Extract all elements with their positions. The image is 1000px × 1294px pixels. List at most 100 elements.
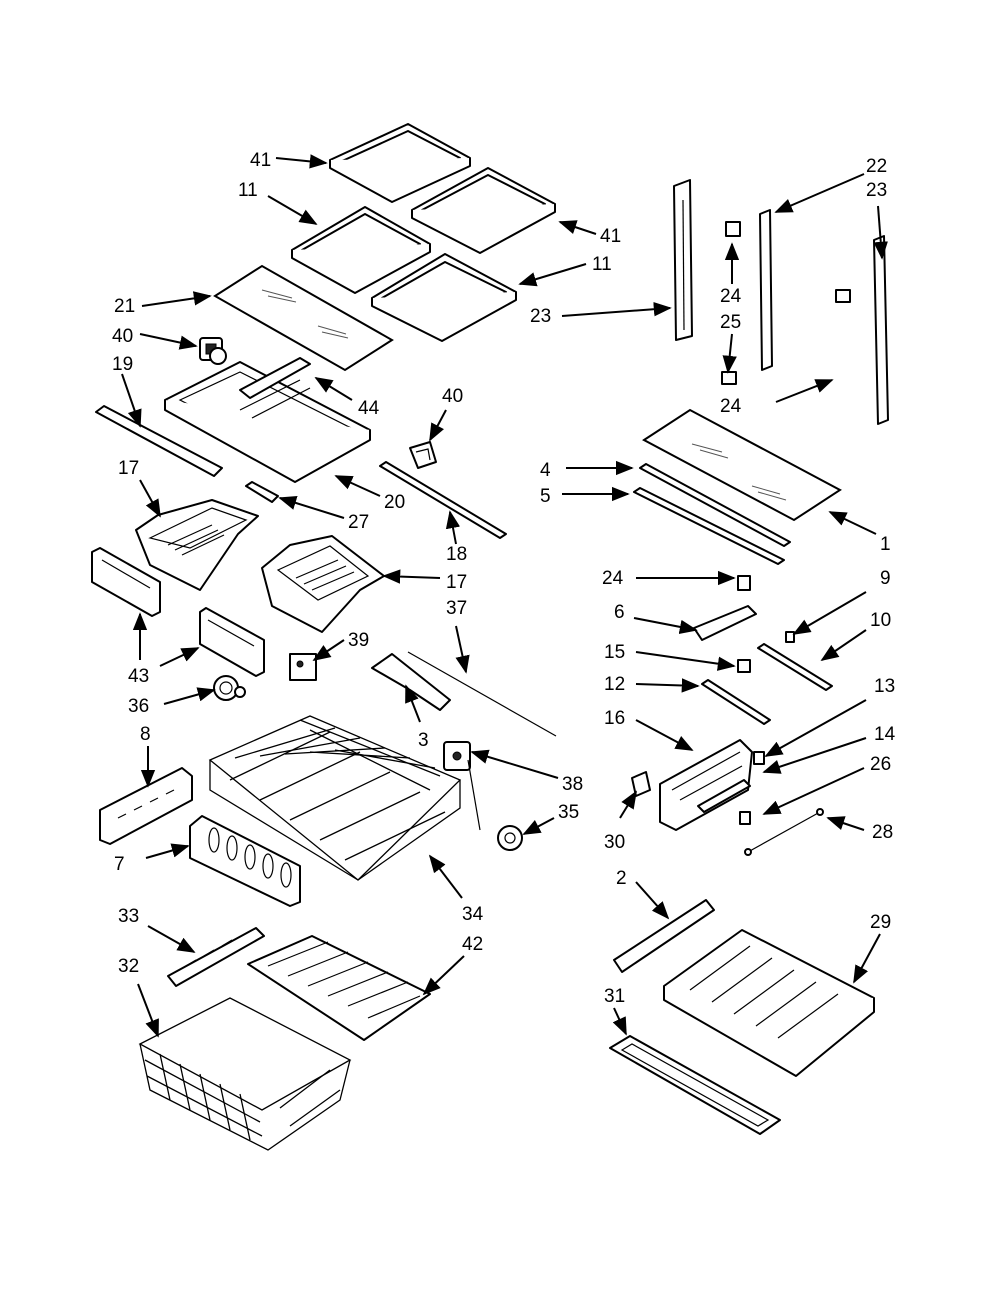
callout-24b: 24 (720, 396, 742, 417)
part-23-rail-left (673, 179, 693, 341)
part-32-freezer-basket (138, 997, 352, 1151)
callout-31: 31 (604, 986, 625, 1007)
part-24-screw-mid (737, 575, 751, 591)
leader-21 (141, 291, 212, 307)
part-31-cover (609, 1035, 781, 1135)
callout-21: 21 (114, 296, 135, 317)
part-22-rail (759, 209, 773, 371)
callout-10: 10 (870, 610, 891, 631)
leader-14 (762, 737, 867, 774)
callout-25: 25 (720, 312, 741, 333)
callout-34: 34 (462, 904, 484, 925)
leader-43b (159, 647, 200, 667)
part-8-side-panel (99, 767, 193, 845)
leader-24b (775, 379, 834, 403)
callout-11a: 11 (238, 180, 258, 201)
leader-23a (873, 205, 888, 260)
part-41-shelf-frame-top (329, 123, 471, 203)
part-2-rail (613, 899, 715, 973)
leader-32 (137, 983, 159, 1038)
leader-11b (518, 263, 587, 287)
part-3-slide (371, 653, 451, 711)
callout-29: 29 (870, 912, 891, 933)
part-39-bracket (289, 653, 317, 681)
callout-17a: 17 (118, 458, 139, 479)
leader-18 (445, 510, 461, 545)
part-44-rail (239, 357, 311, 399)
part-40-bracket-left (199, 337, 227, 365)
leader-27 (278, 495, 345, 519)
part-7-front-panel (189, 815, 301, 907)
leader-10 (820, 629, 867, 662)
callout-40b: 40 (442, 386, 463, 407)
part-11-shelf-frame-right (371, 253, 517, 342)
callout-2: 2 (616, 868, 627, 889)
part-20-crisper-frame (164, 361, 371, 483)
callout-18: 18 (446, 544, 467, 565)
callout-22: 22 (866, 156, 887, 177)
part-40-bracket-right (409, 441, 437, 469)
callout-9: 9 (880, 568, 891, 589)
leader-35 (522, 817, 555, 835)
part-27-clip (245, 481, 279, 503)
callout-12: 12 (604, 674, 625, 695)
part-29-tray (663, 929, 875, 1077)
leader-17b (382, 569, 441, 584)
leader-19 (121, 373, 142, 428)
callout-28: 28 (872, 822, 893, 843)
part-1-glass-shelf (642, 408, 842, 522)
callout-27: 27 (348, 512, 369, 533)
callout-35: 35 (558, 802, 579, 823)
callout-37: 37 (446, 598, 467, 619)
leader-17a (139, 479, 161, 518)
leader-11a (267, 195, 318, 225)
callout-7: 7 (114, 854, 125, 875)
leader-1 (828, 511, 877, 535)
leader-22 (774, 173, 865, 213)
part-30-latch (631, 771, 651, 797)
leader-40a (139, 333, 198, 350)
part-17-crisper-drawer-left (135, 499, 259, 591)
part-25-screw (721, 371, 737, 385)
callout-44: 44 (358, 398, 380, 419)
callout-38: 38 (562, 774, 583, 795)
leader-29 (853, 933, 881, 984)
callout-40a: 40 (112, 326, 133, 347)
leader-15 (635, 651, 736, 671)
callout-8: 8 (140, 724, 151, 745)
callout-42: 42 (462, 934, 483, 955)
leader-25 (722, 333, 737, 374)
leader-3 (405, 684, 421, 723)
leader-41a (275, 154, 328, 169)
part-19-rail (95, 405, 223, 477)
callout-13: 13 (874, 676, 895, 697)
leader-6 (633, 617, 698, 634)
leader-9 (792, 591, 867, 635)
part-16-housing (659, 739, 753, 831)
leader-36 (163, 687, 216, 705)
callout-33: 33 (118, 906, 139, 927)
part-43-handle-right (199, 607, 265, 677)
leader-28 (826, 816, 865, 831)
part-13-screw (753, 751, 765, 765)
leader-38 (470, 749, 559, 779)
leader-33 (147, 925, 196, 953)
part-10-rail (757, 643, 833, 691)
leader-7 (145, 843, 190, 859)
callout-3: 3 (418, 730, 429, 751)
part-4-trim-strip (639, 463, 791, 547)
callout-26: 26 (870, 754, 891, 775)
callout-24c: 24 (602, 568, 624, 589)
callout-23a: 23 (866, 180, 887, 201)
callout-4: 4 (540, 460, 551, 481)
callout-39: 39 (348, 630, 369, 651)
callout-20: 20 (384, 492, 405, 513)
part-9-clip (785, 631, 795, 643)
part-34-wire-basket (208, 715, 462, 881)
part-37-rod (407, 651, 557, 737)
leader-44 (314, 377, 353, 401)
callout-32: 32 (118, 956, 139, 977)
callout-14: 14 (874, 724, 896, 745)
leader-40b (429, 409, 447, 442)
